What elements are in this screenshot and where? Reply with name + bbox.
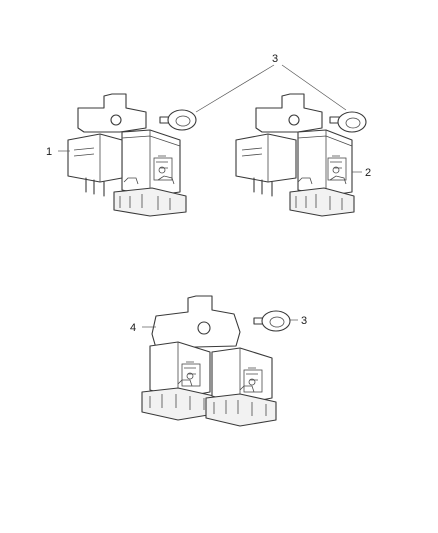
- callout-1: 1: [46, 146, 52, 158]
- relay-assembly-left: [67, 93, 187, 217]
- relay-assembly-double: [141, 295, 277, 427]
- fastener-top-right: [329, 111, 367, 133]
- callout-3-top: 3: [272, 53, 278, 65]
- fastener-top-left: [159, 109, 197, 131]
- callout-3-bottom: 3: [301, 315, 307, 327]
- fastener-bottom: [253, 310, 291, 332]
- callout-2: 2: [365, 167, 371, 179]
- relay-assembly-right: [235, 93, 355, 217]
- callout-4: 4: [130, 322, 136, 334]
